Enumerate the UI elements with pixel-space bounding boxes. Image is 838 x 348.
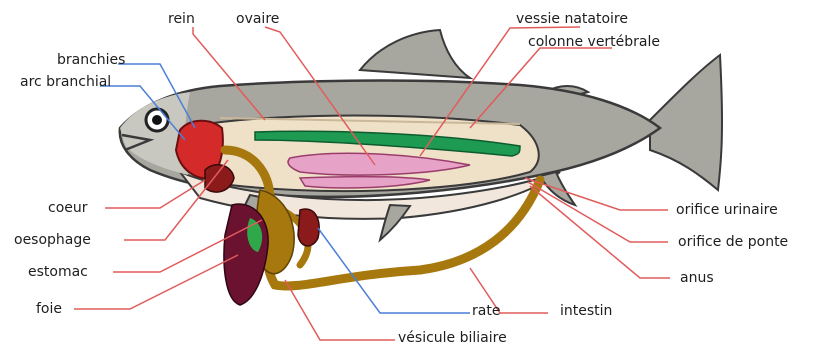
label-oesophage: oesophage — [14, 232, 91, 248]
label-colonne-vertebrale: colonne vertébrale — [528, 34, 660, 50]
eye-pupil — [152, 115, 162, 125]
label-intestin: intestin — [560, 303, 612, 319]
leader-ponte — [528, 182, 668, 242]
spleen — [298, 209, 319, 246]
label-vessie-natatoire: vessie natatoire — [516, 11, 628, 27]
label-arc-branchial: arc branchial — [20, 74, 111, 90]
label-estomac: estomac — [28, 264, 88, 280]
label-rate: rate — [472, 303, 500, 319]
liver — [224, 204, 268, 305]
tail-fin — [650, 55, 722, 190]
label-anus: anus — [680, 270, 714, 286]
leader-anus — [530, 186, 670, 278]
dorsal-fin — [360, 30, 470, 78]
label-foie: foie — [36, 301, 62, 317]
label-orifice-de-ponte: orifice de ponte — [678, 234, 788, 250]
label-ovaire: ovaire — [236, 11, 279, 27]
label-vesicule-biliaire: vésicule biliaire — [398, 330, 507, 346]
label-coeur: coeur — [48, 200, 88, 216]
label-rein: rein — [168, 11, 195, 27]
label-branchies: branchies — [57, 52, 125, 68]
leader-foie — [74, 255, 238, 309]
label-orifice-urinaire: orifice urinaire — [676, 202, 778, 218]
